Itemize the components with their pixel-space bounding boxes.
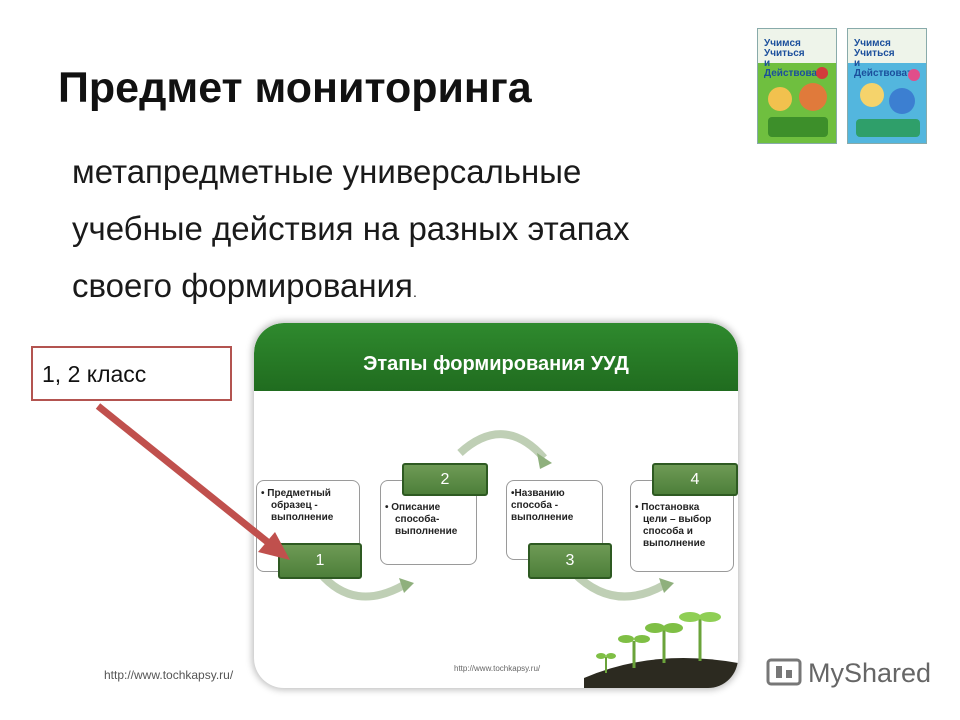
step-text-line: • Описание [385,502,441,513]
book-title-line: Учиться [764,48,805,59]
book-cover-title: Учимся Учиться и Действовать [764,39,836,79]
curved-arrow-head-icon [659,578,674,593]
brand-name[interactable]: MyShared [808,658,932,688]
step-text-line: • Предметный [261,488,331,499]
book-cover-band [848,29,926,63]
uud-stages-diagram: Этапы формирования УУД • Предметный обра… [254,323,738,688]
curved-arrow-icon [316,570,406,601]
slide-title: Предмет мониторинга [58,64,532,112]
footer-source-url[interactable]: http://www.tochkapsy.ru/ [104,668,234,682]
step-text-line: способа - [511,500,559,511]
subtitle-line-1: метапредметные универсальные [72,153,582,190]
curved-arrow-icon [571,570,666,601]
subtitle-line-2: учебные действия на разных этапах [72,210,630,247]
curved-arrow-head-icon [399,578,414,593]
book-title-line: и Действовать [764,58,829,79]
step-text-line: способа и [643,526,693,537]
diagram-header [254,323,738,391]
step-2-number: 2 [402,463,488,496]
diagram-source-url: http://www.tochkapsy.ru/ [454,664,541,673]
book-title-line: и Действовать [854,58,919,79]
step-text-line: • Постановка [635,502,700,513]
brand-logo-icon [766,658,802,686]
book-cover-title: Учимся Учиться и Действовать [854,39,926,79]
subtitle-line-3-text: своего формирования [72,267,413,304]
book-illustration [856,69,920,137]
book-cover-band [758,29,836,63]
step-text-line: •Названию [511,488,565,499]
subtitle-line-3: своего формирования. [72,257,629,321]
curved-arrow-head-icon [537,453,552,469]
book-cover-2: Учимся Учиться и Действовать [847,28,927,144]
step-text-line: выполнение [511,512,574,523]
book-title-line: Учиться [854,48,895,59]
step-text-line: выполнение [395,526,458,537]
diagram-curved-arrows [316,430,674,601]
book-title-line: Учимся [764,38,801,49]
step-text-line: выполнение [271,512,334,523]
sprouts-illustration [584,612,738,688]
step-1-number: 1 [278,543,362,579]
book-title-line: Учимся [854,38,891,49]
book-cover-1: Учимся Учиться и Действовать [757,28,837,144]
curved-arrow-icon [457,430,547,461]
callout-arrow-line [95,403,273,547]
step-4-number: 4 [652,463,738,496]
book-illustration [768,67,828,137]
diagram-header-title: Этапы формирования УУД [363,353,629,375]
callout-arrow-head-icon [258,532,290,560]
step-text-line: образец - [271,500,318,511]
step-text-line: способа- [395,514,440,525]
step-text-line: выполнение [643,538,706,549]
grade-callout-box: 1, 2 класс [31,346,232,401]
slide-subtitle: метапредметные универсальные учебные дей… [72,143,629,321]
step-text-line: цели – выбор [643,514,712,525]
grade-callout-text: 1, 2 класс [42,361,147,387]
step-3-number: 3 [528,543,612,579]
subtitle-end-dot: . [412,284,417,300]
